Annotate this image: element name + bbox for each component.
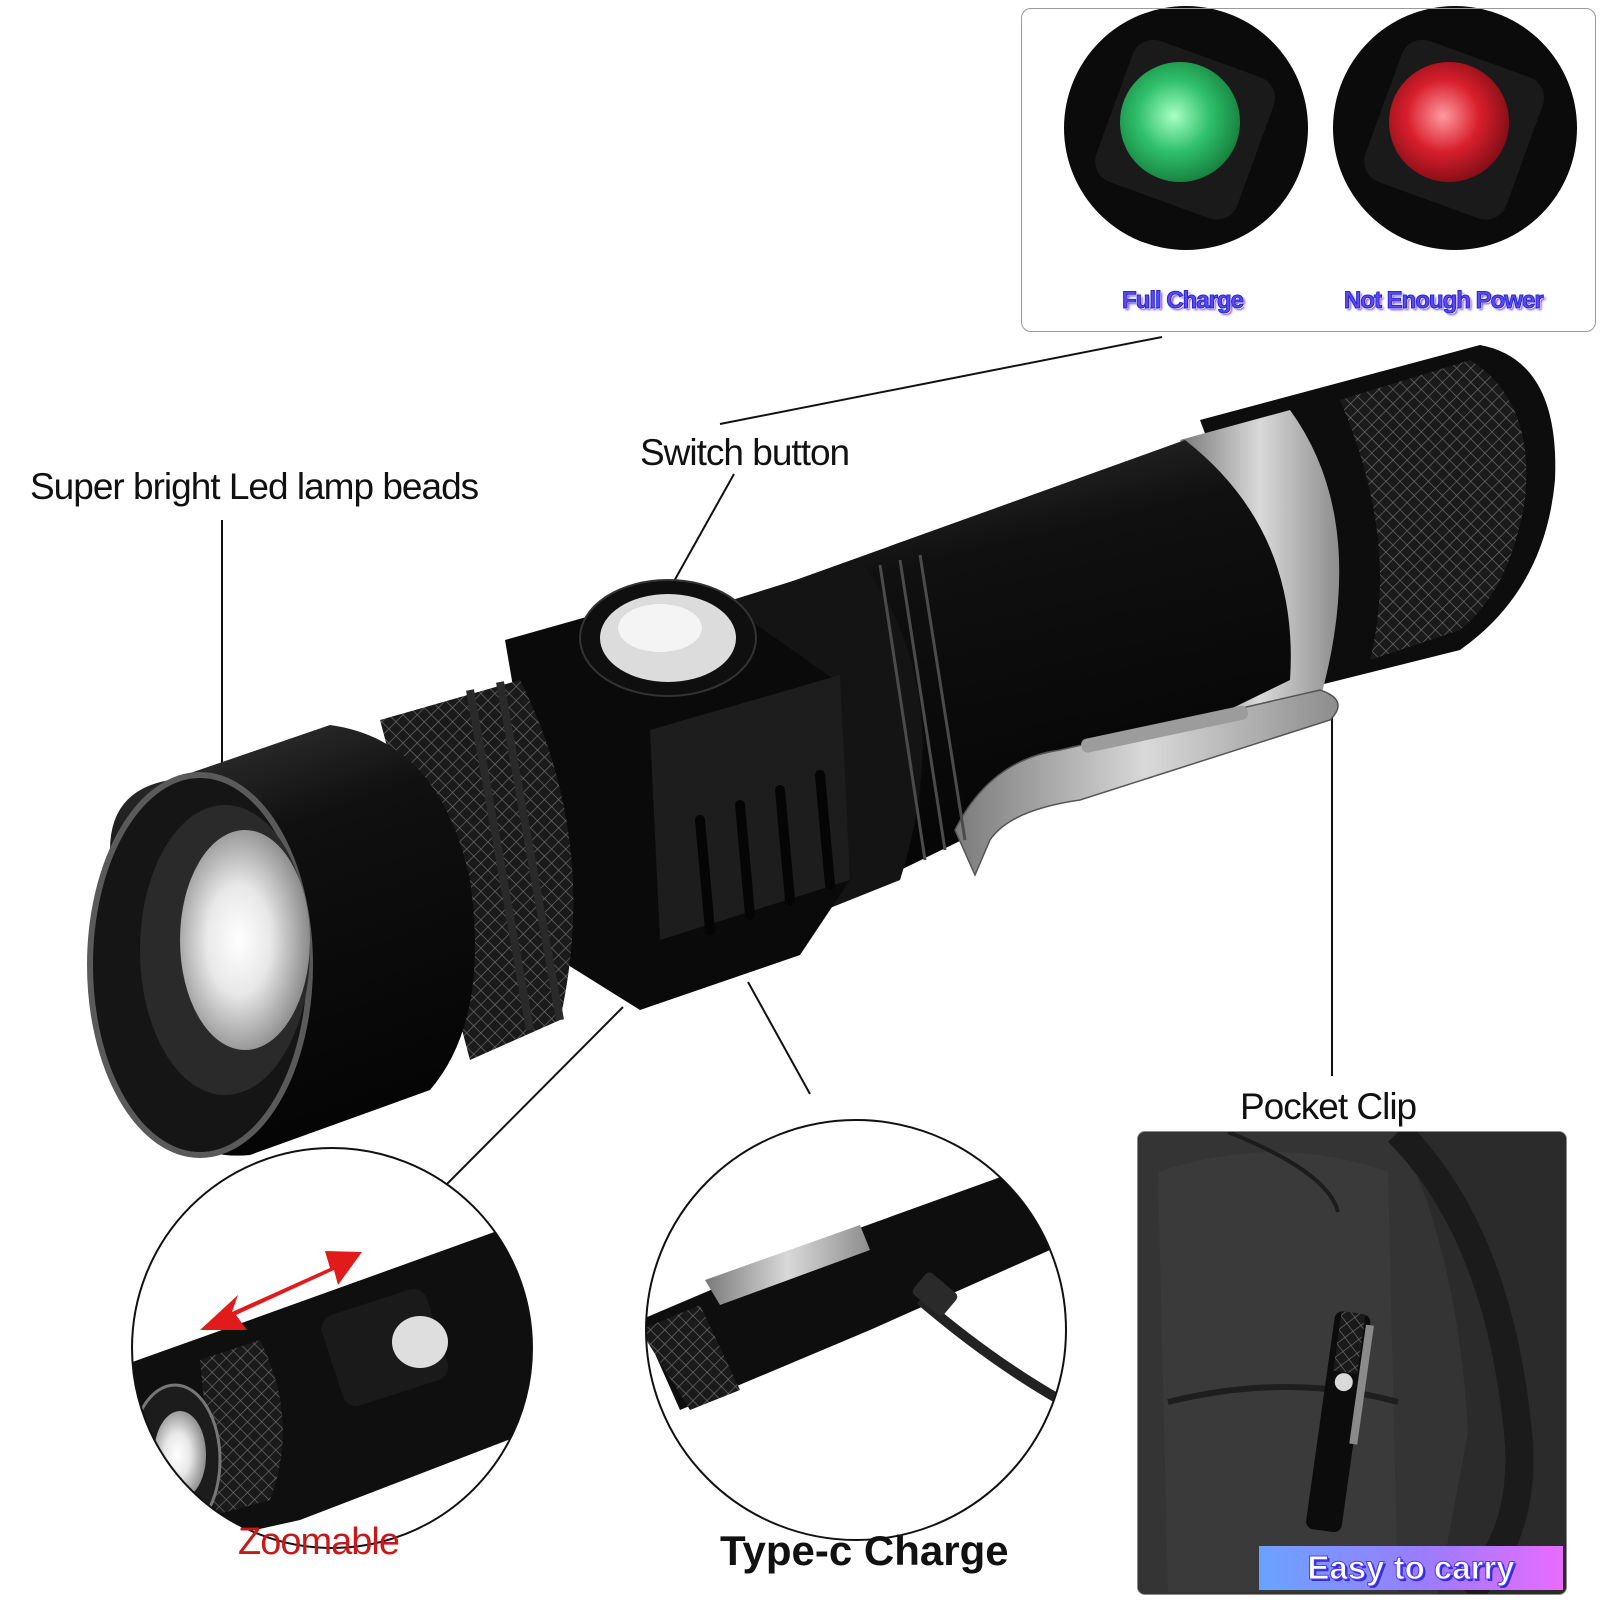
indicator-panel: Full Charge Not Enough Power	[1021, 8, 1596, 332]
indicator-buttons	[1064, 6, 1577, 250]
flashlight	[87, 345, 1556, 1158]
green-indicator	[1120, 62, 1240, 182]
low-power-label: Not Enough Power	[1344, 287, 1545, 315]
type-c-callout: Type-c Charge	[720, 1527, 1009, 1574]
backpack-image	[1138, 1132, 1566, 1594]
zoom-callout: Zoomable	[238, 1521, 400, 1563]
switch-callout: Switch button	[640, 432, 850, 473]
zoom-detail	[131, 1147, 533, 1549]
red-indicator	[1389, 62, 1509, 182]
led-callout: Super bright Led lamp beads	[30, 466, 479, 507]
easy-to-carry-badge: Easy to carry	[1259, 1546, 1563, 1590]
carry-panel: Easy to carry	[1137, 1131, 1567, 1595]
led-lens	[180, 830, 310, 1050]
pocket-clip-callout: Pocket Clip	[1240, 1086, 1417, 1127]
full-charge-label: Full Charge	[1121, 287, 1244, 315]
zoom-arrow-icon	[200, 1251, 362, 1330]
charge-detail	[645, 1119, 1067, 1541]
